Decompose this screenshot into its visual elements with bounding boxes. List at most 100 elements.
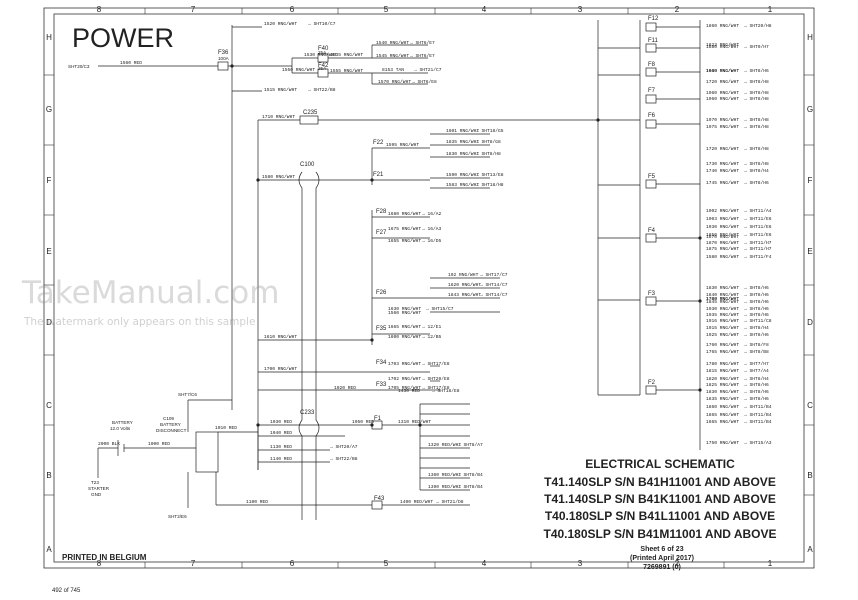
wire-label: 1960 RNG/WHT: [706, 68, 739, 74]
wire-label: 1830 RNG/WHT: [706, 389, 739, 395]
wire-label: 1825 RNG/WHT: [706, 382, 739, 388]
sheet-reference: → SHT10/C7: [308, 21, 336, 27]
wire-label: 1835 RNG/WHT: [446, 139, 479, 145]
fuse-rating: 25A: [318, 66, 327, 71]
wire-label: 1850 RNG/WHT: [706, 232, 739, 238]
c109-label: C109: [163, 416, 174, 421]
wire-label: 1765 RNG/WHT: [706, 349, 739, 355]
sheet-reference: → SHT8/A7: [458, 442, 483, 448]
sheet-reference: → SHT15/C7: [426, 306, 454, 312]
col-label: 5: [384, 559, 389, 568]
wire-label: 1595 RNG/WHT: [386, 142, 419, 148]
wire-label: 1360 RED/WHT: [428, 472, 461, 478]
sheet-reference: → SHT6/E7: [410, 40, 435, 46]
grid-columns-top: 8 7 6 5 4 3 2 1: [97, 5, 773, 14]
svg-text:B: B: [46, 471, 51, 480]
fuse-label: F21: [373, 172, 384, 178]
wire-label: 1750 RNG/WHT: [706, 440, 739, 446]
sheet-reference: → SHT8/B4: [458, 484, 483, 490]
sheet-reference: → SHT11/E6: [744, 216, 772, 222]
sheet-reference: → SHT7/A4: [744, 368, 769, 374]
sheet-reference: → SHT8/H6: [744, 382, 769, 388]
wire-label: 1600 RNG/WHT: [388, 334, 421, 340]
sheet-reference: → SHT8/H8: [744, 117, 769, 123]
sheet-reference: → SHT8/H6: [744, 292, 769, 298]
col-label: 3: [578, 559, 583, 568]
battery-disc-label: BATTERY: [160, 422, 181, 427]
wire-label: 1140 RED: [270, 456, 292, 462]
sheet-reference: → SHT8/H4: [744, 376, 769, 382]
wire-label: 1916 RNG/WHT: [706, 318, 739, 324]
sheet-reference: → SHT8/F8: [744, 342, 769, 348]
col-label: 6: [290, 5, 295, 14]
col-label: 5: [384, 5, 389, 14]
wiring: [97, 20, 701, 520]
wire-label: 1540 RNG/WHT: [376, 40, 409, 46]
sheet-reference: → SHT11/B4: [744, 419, 772, 425]
wire-label: 1130 RED: [270, 444, 292, 450]
sheet-reference: → SHT21/C7: [414, 67, 442, 73]
sheet-reference: → SHT18/E8: [432, 388, 460, 394]
sht-ref: SHT20/C3: [68, 64, 90, 69]
wire-label: 1860 RNG/WHT: [706, 23, 739, 29]
col-label: 7: [191, 559, 196, 568]
wire-label: 1515 RNG/WHT: [264, 87, 297, 93]
wire-label: 1601 RNG/WHT: [446, 128, 479, 134]
sheet-reference: → SHT8/H8: [476, 151, 501, 157]
col-label: 1: [768, 559, 773, 568]
sheet-reference: → SHT8/B8: [744, 349, 769, 355]
fuse-label: F3: [648, 291, 656, 297]
col-label: 8: [97, 559, 102, 568]
col-ticks: [44, 8, 814, 568]
wire-label: 1583 RNG/WHT: [446, 182, 479, 188]
wire-label: 1903 RNG/WHT: [706, 216, 739, 222]
wire-label: 1310 RED/WHT: [398, 419, 431, 425]
svg-text:D: D: [807, 318, 813, 327]
svg-text:E: E: [807, 247, 812, 256]
col-label: 4: [482, 559, 487, 568]
svg-text:A: A: [46, 545, 52, 554]
col-label: 3: [578, 5, 583, 14]
wire-label: 1840 RNG/WHT: [706, 292, 739, 298]
fuse-label: F28: [376, 209, 387, 215]
fuse-label: F36: [218, 50, 229, 56]
sheet-reference: → SHT11/B4: [744, 412, 772, 418]
sheet-reference: → SHT8/H4: [744, 168, 769, 174]
starter-label: STARTER: [88, 486, 110, 491]
sheet-reference: → SHT20/E8: [422, 376, 450, 382]
ground-t23: T23: [91, 480, 99, 485]
sheet-reference: → SHT8/H8: [744, 90, 769, 96]
fuse-label: F11: [648, 38, 659, 44]
wire-label: 1610 RNG/WHT: [264, 334, 297, 340]
fuse-label: F33: [376, 382, 387, 388]
wire-label: 1780 RNG/WHT: [706, 296, 739, 302]
sheet-reference: → SHT15/A3: [744, 440, 772, 446]
inner-frame: [53, 13, 805, 563]
col-label: 4: [482, 5, 487, 14]
outer-frame: [43, 7, 815, 569]
sheet-reference: → SHT8/H8: [744, 79, 769, 85]
sheet-reference: → SHT8/H4: [744, 325, 769, 331]
wire-label: 1675 RNG/WHT: [388, 226, 421, 232]
sheet-reference: → SHT11/B4: [744, 404, 772, 410]
fuse-label: F12: [648, 16, 659, 22]
sheet-reference: → SHT22/B8: [330, 456, 358, 462]
sheet-reference: → SHT11/A4: [744, 208, 772, 214]
model-line-2: T41.140SLP S/N B41K11001 AND ABOVE: [544, 492, 776, 506]
sheet-reference: → SHT13/E8: [476, 172, 504, 178]
wire-label: 1555 RNG/WHT: [330, 68, 363, 74]
svg-text:E: E: [46, 247, 51, 256]
wire-label: 1930 RNG/WHT: [706, 306, 739, 312]
sheet-reference: → SHT8/H6: [744, 332, 769, 338]
wire-label: 1925 RNG/WHT: [706, 332, 739, 338]
col-label: 2: [675, 5, 680, 14]
svg-text:H: H: [807, 33, 813, 42]
sheet-reference: → SHT8/H6: [744, 389, 769, 395]
wire-label: 1020 RED: [334, 385, 356, 391]
part-number: 7269891 (0): [643, 564, 681, 571]
wire-label: 1830 RNG/WHT: [446, 151, 479, 157]
col-label: 2: [675, 559, 680, 568]
wire-label: 1870 RNG/WHT: [706, 240, 739, 246]
sheet-reference: → SHT14/C7: [480, 292, 508, 298]
